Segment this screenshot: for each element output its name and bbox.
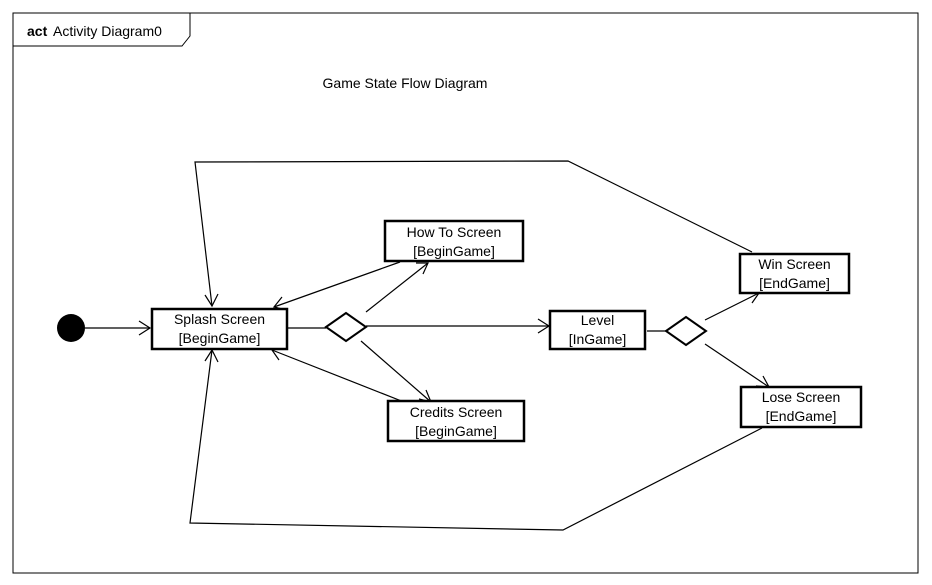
state-guard: [BeginGame] bbox=[413, 243, 495, 259]
state-guard: [EndGame] bbox=[766, 408, 837, 424]
edge-decision-to-credits bbox=[360, 340, 432, 403]
state-win-screen: Win Screen [EndGame] bbox=[738, 252, 851, 295]
edge-howto-to-splash bbox=[273, 261, 401, 308]
decision-node-menu bbox=[324, 311, 368, 343]
edge-lose-to-splash bbox=[189, 349, 763, 531]
arrowhead bbox=[416, 262, 429, 275]
state-splash-screen: Splash Screen [BeginGame] bbox=[150, 307, 289, 351]
frame-tab bbox=[13, 12, 191, 47]
decision-node-outcome bbox=[664, 315, 708, 347]
edge-decision-to-lose bbox=[704, 343, 770, 388]
state-label: Lose Screen bbox=[762, 389, 841, 405]
arrowhead bbox=[204, 293, 219, 308]
edge-decision-to-win bbox=[704, 292, 760, 321]
state-level: Level [InGame] bbox=[548, 309, 647, 351]
state-guard: [BeginGame] bbox=[415, 423, 497, 439]
edge-credits-to-splash bbox=[271, 349, 405, 403]
state-label: Level bbox=[581, 312, 614, 328]
state-label: Credits Screen bbox=[410, 404, 503, 420]
frame-keyword: act bbox=[27, 23, 48, 39]
state-guard: [BeginGame] bbox=[179, 330, 261, 346]
state-howto-screen: How To Screen [BeginGame] bbox=[383, 219, 525, 263]
initial-node bbox=[57, 314, 85, 342]
frame-name: Activity Diagram0 bbox=[53, 23, 162, 39]
arrowhead bbox=[138, 320, 152, 336]
state-label: Win Screen bbox=[758, 256, 830, 272]
state-lose-screen: Lose Screen [EndGame] bbox=[739, 385, 863, 429]
state-label: How To Screen bbox=[407, 224, 502, 240]
edge-win-to-splash bbox=[194, 160, 753, 307]
diagram-title: Game State Flow Diagram bbox=[323, 75, 488, 91]
state-guard: [InGame] bbox=[569, 331, 627, 347]
edge-decision-to-howto bbox=[365, 262, 429, 313]
state-label: Splash Screen bbox=[174, 311, 265, 327]
diagram-frame bbox=[12, 12, 919, 574]
state-credits-screen: Credits Screen [BeginGame] bbox=[386, 399, 526, 443]
state-guard: [EndGame] bbox=[759, 275, 830, 291]
